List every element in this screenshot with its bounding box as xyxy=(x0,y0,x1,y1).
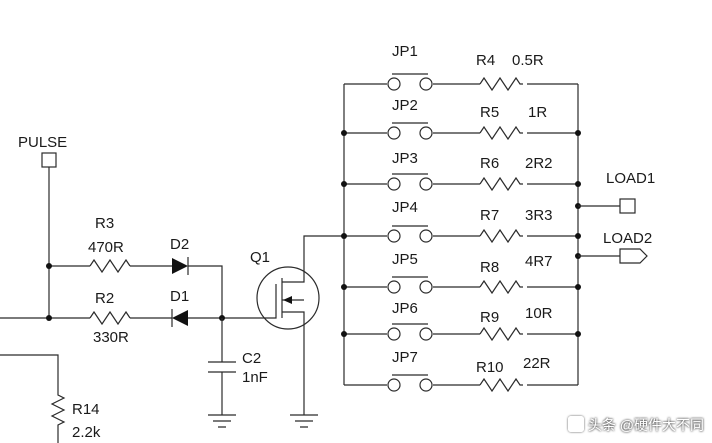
r6-ref: R6 xyxy=(480,155,499,172)
jp4-label: JP4 xyxy=(392,199,418,216)
r3-ref: R3 xyxy=(95,215,114,232)
pulse-port xyxy=(41,152,57,168)
r2-value: 330R xyxy=(93,329,129,346)
pulse-label: PULSE xyxy=(18,134,67,151)
q1-ref: Q1 xyxy=(250,249,270,266)
load2-label: LOAD2 xyxy=(603,230,652,247)
watermark: 头条 @硬件大不同 xyxy=(567,415,704,435)
r5-ref: R5 xyxy=(480,104,499,121)
r14-ref: R14 xyxy=(72,401,100,418)
r2-ref: R2 xyxy=(95,290,114,307)
r6-value: 2R2 xyxy=(525,155,553,172)
d1-ref: D1 xyxy=(170,288,189,305)
r8-value: 4R7 xyxy=(525,253,553,270)
jp3-label: JP3 xyxy=(392,150,418,167)
d2-diode xyxy=(172,258,188,274)
load1-port xyxy=(619,198,636,214)
load2-port xyxy=(619,248,648,264)
ground-icon xyxy=(208,414,236,428)
r8-ref: R8 xyxy=(480,259,499,276)
jp2-label: JP2 xyxy=(392,97,418,114)
r2-resistor xyxy=(89,310,131,326)
jp5-label: JP5 xyxy=(392,251,418,268)
jp1-label: JP1 xyxy=(392,43,418,60)
r10-ref: R10 xyxy=(476,359,504,376)
c2-ref: C2 xyxy=(242,350,261,367)
r14-value: 2.2k xyxy=(72,424,101,441)
r5-value: 1R xyxy=(528,104,547,121)
r7-ref: R7 xyxy=(480,207,499,224)
r9-ref: R9 xyxy=(480,309,499,326)
q1-mosfet xyxy=(256,266,320,330)
r9-value: 10R xyxy=(525,305,553,322)
r4-ref: R4 xyxy=(476,52,495,69)
r4-value: 0.5R xyxy=(512,52,544,69)
c2-value: 1nF xyxy=(242,369,268,386)
load1-label: LOAD1 xyxy=(606,170,655,187)
watermark-text: 头条 @硬件大不同 xyxy=(587,417,704,433)
d2-ref: D2 xyxy=(170,236,189,253)
r3-value: 470R xyxy=(88,239,124,256)
r7-value: 3R3 xyxy=(525,207,553,224)
app-logo-icon xyxy=(567,416,584,432)
r3-resistor xyxy=(89,258,131,274)
r10-value: 22R xyxy=(523,355,551,372)
jp6-label: JP6 xyxy=(392,300,418,317)
d1-diode xyxy=(172,310,188,326)
jp7-label: JP7 xyxy=(392,349,418,366)
r14-resistor xyxy=(0,354,66,443)
